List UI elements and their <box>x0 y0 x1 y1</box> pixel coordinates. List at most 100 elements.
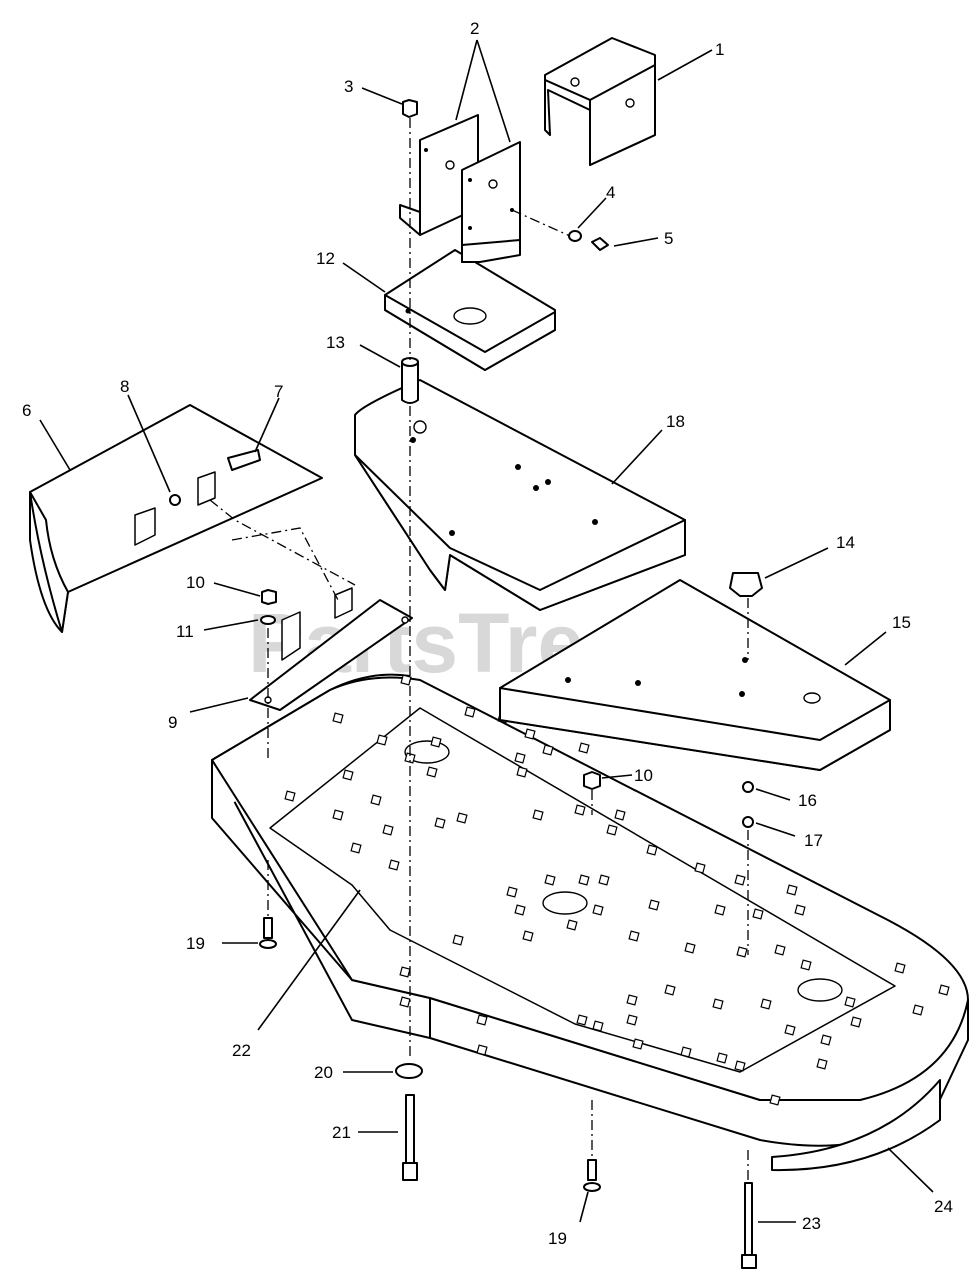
deck-mount-hole <box>516 766 528 778</box>
deck-mount-hole <box>342 769 354 781</box>
deck-mount-hole <box>382 824 394 836</box>
deck-mount-hole <box>606 824 618 836</box>
callout-15: 15 <box>892 613 911 632</box>
callout-1: 1 <box>715 40 724 59</box>
bracket-plate-part-12 <box>384 249 556 371</box>
deck-mount-hole <box>820 1034 832 1046</box>
mower-deck-part-24 <box>211 673 969 1172</box>
callout-24: 24 <box>934 1197 953 1216</box>
deck-mount-hole <box>578 742 590 754</box>
mounting-plates-part-2 <box>399 114 521 263</box>
callout-12: 12 <box>316 249 335 268</box>
callout-10b: 10 <box>634 766 653 785</box>
deck-mount-hole <box>399 966 411 978</box>
deck-mount-hole <box>592 1020 604 1032</box>
deck-mount-hole <box>578 874 590 886</box>
deck-mount-hole <box>694 862 706 874</box>
deck-cover-part-18 <box>354 379 686 611</box>
leader-lines <box>39 39 934 1223</box>
deck-mount-hole <box>752 908 764 920</box>
callout-19a: 19 <box>186 934 205 953</box>
deck-mount-hole <box>734 874 746 886</box>
deck-mount-hole <box>506 886 518 898</box>
deck-mount-hole <box>684 942 696 954</box>
callout-2: 2 <box>470 19 479 38</box>
deck-mount-hole <box>628 930 640 942</box>
chute-bracket-part-9 <box>249 587 413 711</box>
callout-6: 6 <box>22 401 31 420</box>
deck-mount-hole <box>574 804 586 816</box>
deck-mount-hole <box>452 934 464 946</box>
callout-3: 3 <box>344 77 353 96</box>
deck-cover-part-15 <box>499 579 891 771</box>
callout-labels: 1 2 3 4 5 6 7 8 9 10 11 10 12 13 14 15 1… <box>22 19 953 1248</box>
deck-mount-hole <box>576 1014 588 1026</box>
hardware-items <box>169 99 763 1269</box>
deck-mount-hole <box>912 1004 924 1016</box>
deck-mount-hole <box>646 844 658 856</box>
callout-14: 14 <box>836 533 855 552</box>
deck-mount-hole <box>784 1024 796 1036</box>
deck-mount-hole <box>598 874 610 886</box>
deck-mount-hole <box>399 996 411 1008</box>
callout-9: 9 <box>168 713 177 732</box>
callout-17: 17 <box>804 831 823 850</box>
deck-mount-hole <box>522 930 534 942</box>
deck-mount-hole <box>614 809 626 821</box>
deck-mount-hole <box>626 994 638 1006</box>
deck-mount-hole <box>774 944 786 956</box>
deck-mount-hole <box>476 1014 488 1026</box>
deck-mount-hole <box>544 874 556 886</box>
deck-mount-hole <box>332 809 344 821</box>
callout-20: 20 <box>314 1063 333 1082</box>
callout-23: 23 <box>802 1214 821 1233</box>
callout-16: 16 <box>798 791 817 810</box>
deck-mount-hole <box>794 904 806 916</box>
deck-mount-hole <box>464 706 476 718</box>
callout-19b: 19 <box>548 1229 567 1248</box>
deck-mount-hole <box>632 1038 644 1050</box>
deck-mount-hole <box>542 744 554 756</box>
deck-mount-hole <box>734 1060 746 1072</box>
deck-mount-hole <box>736 946 748 958</box>
deck-mount-hole <box>680 1046 692 1058</box>
deck-mount-hole <box>844 996 856 1008</box>
callout-7: 7 <box>274 382 283 401</box>
deck-mount-hole <box>769 1094 781 1106</box>
spacer-tube-part-13 <box>401 357 419 404</box>
deck-mount-hole <box>716 1052 728 1064</box>
callout-11: 11 <box>176 622 194 641</box>
deck-mount-hole <box>786 884 798 896</box>
deck-mount-hole <box>332 712 344 724</box>
deck-mount-hole <box>514 752 526 764</box>
deck-mount-hole <box>566 919 578 931</box>
deck-mount-hole <box>350 842 362 854</box>
deck-mount-hole <box>648 899 660 911</box>
callout-22: 22 <box>232 1041 251 1060</box>
callout-21: 21 <box>332 1123 351 1142</box>
deck-mount-hole <box>388 859 400 871</box>
deck-mount-hole <box>404 752 416 764</box>
deck-mount-hole <box>284 790 296 802</box>
deck-mount-hole <box>426 766 438 778</box>
deck-mount-hole <box>712 998 724 1010</box>
callout-5: 5 <box>664 229 673 248</box>
channel-bracket-part-1 <box>544 37 656 166</box>
deck-mount-hole <box>760 998 772 1010</box>
deck-mount-hole <box>524 728 536 740</box>
deck-mount-hole <box>714 904 726 916</box>
deck-mount-hole <box>664 984 676 996</box>
deck-mount-hole <box>476 1044 488 1056</box>
deck-mount-hole <box>816 1058 828 1070</box>
deck-mount-hole <box>938 984 950 996</box>
callout-18: 18 <box>666 412 685 431</box>
deck-mount-hole <box>376 734 388 746</box>
deck-mount-hole <box>850 1016 862 1028</box>
deck-mount-hole <box>430 736 442 748</box>
callout-13: 13 <box>326 333 345 352</box>
deck-mount-hole <box>894 962 906 974</box>
callout-8: 8 <box>120 377 129 396</box>
deck-mount-hole <box>800 959 812 971</box>
deck-mount-hole <box>434 817 446 829</box>
